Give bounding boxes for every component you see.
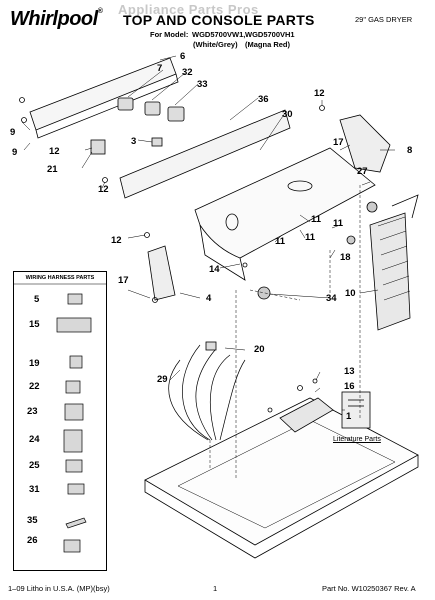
screw — [152, 297, 158, 303]
callout-number: 17 — [333, 137, 344, 148]
watermark-text: Appliance Parts Pros — [118, 2, 259, 17]
switch-part — [167, 106, 185, 122]
callout-number: 17 — [118, 275, 129, 286]
callout-number: 12 — [98, 184, 109, 195]
callout-number: 30 — [282, 109, 293, 120]
knob — [257, 286, 271, 300]
callout-number: 18 — [340, 252, 351, 263]
callout-number: 6 — [180, 51, 186, 62]
wiring-harness-box — [13, 271, 107, 571]
callout-number: 12 — [49, 146, 60, 157]
callout-number: 11 — [275, 236, 286, 247]
callout-number: 8 — [407, 145, 413, 156]
callout-number: 10 — [345, 288, 356, 299]
timer — [90, 139, 106, 155]
page-number: 1 — [213, 584, 218, 593]
brand-logo: Whirlpool® — [10, 8, 103, 30]
lint-slot — [279, 397, 334, 433]
callout-number: 1 — [346, 411, 352, 422]
callout-number: 20 — [254, 344, 265, 355]
callout-number: 11 — [305, 232, 316, 243]
model-number-1: WGD5700VW1, — [192, 30, 246, 39]
footer-part-number: Part No. W10250367 Rev. A — [322, 584, 416, 593]
harness-part-25 — [65, 459, 83, 473]
screw — [297, 385, 303, 391]
wiring-item-number: 19 — [29, 358, 40, 369]
screw — [21, 117, 27, 123]
wiring-harness-title: WIRING HARNESS PARTS — [25, 275, 95, 281]
screw — [312, 378, 318, 384]
wiring-item-number: 5 — [34, 294, 40, 305]
callout-number: 27 — [357, 166, 368, 177]
screw — [19, 97, 25, 103]
model-color-1: (White/Grey) — [193, 40, 238, 49]
product-label: 29" GAS DRYER — [355, 15, 413, 24]
screw — [319, 105, 325, 111]
wiring-item-number: 15 — [29, 319, 40, 330]
callout-number: 16 — [344, 381, 355, 392]
harness-part-35 — [65, 517, 87, 529]
harness-part-19 — [69, 355, 83, 369]
end-cap-left — [147, 245, 176, 301]
callout-number: 14 — [209, 264, 220, 275]
callout-number: 33 — [197, 79, 208, 90]
callout-number: 3 — [131, 136, 137, 147]
callout-number: 21 — [47, 164, 58, 175]
model-color-2: (Magna Red) — [245, 40, 290, 49]
wiring-item-number: 23 — [27, 406, 38, 417]
harness-part-24 — [63, 429, 83, 453]
top-panel — [144, 397, 419, 546]
footer-litho: 1–09 Litho in U.S.A. (MP)(bsy) — [8, 584, 110, 593]
wiring-item-number: 22 — [29, 381, 40, 392]
wiring-item-number: 35 — [27, 515, 38, 526]
switch-part — [117, 97, 134, 111]
callout-number: 11 — [311, 214, 322, 225]
callout-number: 29 — [157, 374, 168, 385]
harness-part-26 — [63, 539, 81, 553]
lint-screen-housing — [369, 212, 411, 331]
control-console — [194, 147, 376, 259]
console-control-panel — [119, 109, 291, 199]
console-back-panel — [29, 57, 177, 131]
callout-number: 9 — [10, 127, 16, 138]
wiring-item-number: 26 — [27, 535, 38, 546]
harness-part-5 — [67, 293, 83, 305]
callout-number: 13 — [344, 366, 355, 377]
callout-number: 34 — [326, 293, 337, 304]
model-number-2: WGD5700VH1 — [245, 30, 295, 39]
switch-part — [144, 101, 161, 116]
screw — [242, 262, 248, 268]
knob — [366, 201, 378, 213]
literature-pack — [341, 391, 371, 429]
callout-number: 11 — [333, 218, 344, 229]
end-cap-right — [339, 114, 391, 173]
screw — [102, 177, 108, 183]
wiring-item-number: 24 — [29, 434, 40, 445]
screw — [144, 232, 150, 238]
callout-number: 32 — [182, 67, 193, 78]
callout-number: 9 — [12, 147, 18, 158]
model-prefix: For Model: — [150, 30, 189, 39]
callout-number: 4 — [206, 293, 212, 304]
harness-part-23 — [64, 403, 84, 421]
harness-part-22 — [65, 380, 81, 394]
callout-number: 36 — [258, 94, 269, 105]
wiring-item-number: 31 — [29, 484, 40, 495]
wiring-item-number: 25 — [29, 460, 40, 471]
page-title: TOP AND CONSOLE PARTS — [123, 12, 315, 28]
wire-harness — [168, 344, 246, 441]
callout-number: 12 — [111, 235, 122, 246]
callout-number: 7 — [157, 63, 163, 74]
harness-part-31 — [67, 483, 85, 495]
knob — [346, 235, 356, 245]
literature-label: Literature Parts — [333, 436, 381, 443]
callout-number: 12 — [314, 88, 325, 99]
harness-part-15 — [56, 317, 92, 333]
